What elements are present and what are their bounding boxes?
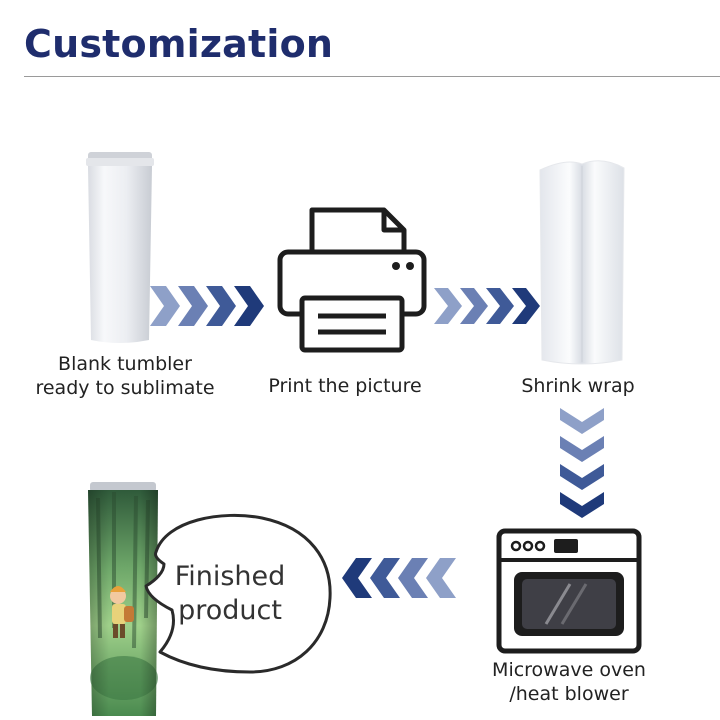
bubble-line: Finished <box>174 561 286 592</box>
bubble-line: product <box>178 595 282 626</box>
caption-line: ready to sublimate <box>35 377 215 399</box>
microwave-oven-icon <box>496 528 642 654</box>
caption-line: Print the picture <box>268 375 422 397</box>
arrow-right-chevrons-1 <box>150 286 264 326</box>
arrow-left-chevrons <box>342 558 456 598</box>
step-shrink-wrap-caption: Shrink wrap <box>488 374 668 398</box>
speech-bubble <box>144 513 332 674</box>
finished-product-label: Finished product <box>150 560 310 628</box>
arrow-right-chevrons-2 <box>434 288 540 324</box>
blank-tumbler-image <box>86 152 154 343</box>
printer-icon <box>277 207 427 353</box>
step-print-caption: Print the picture <box>250 374 440 398</box>
step-blank-tumbler-caption: Blank tumbler ready to sublimate <box>20 352 230 400</box>
title-divider <box>24 76 720 77</box>
arrow-down-chevrons <box>560 408 604 518</box>
shrink-wrap-sleeve-image <box>539 160 625 365</box>
caption-line: Blank tumbler <box>58 353 192 375</box>
caption-line: /heat blower <box>509 683 629 705</box>
caption-line: Microwave oven <box>492 659 646 681</box>
page-title: Customization <box>24 22 334 66</box>
finished-tumbler-image <box>88 482 158 716</box>
step-microwave-caption: Microwave oven /heat blower <box>474 658 664 706</box>
caption-line: Shrink wrap <box>521 375 635 397</box>
